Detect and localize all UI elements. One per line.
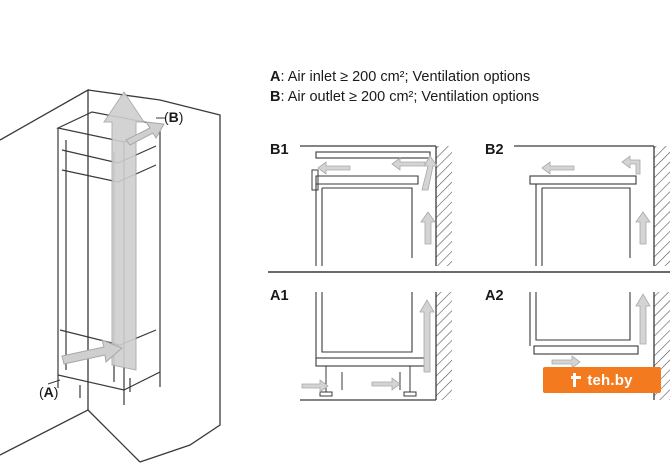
airflow-outlet-arrow — [125, 121, 165, 146]
panel-label-a2: A2 — [485, 288, 504, 304]
panel-label-b2: B2 — [485, 142, 504, 158]
niche-corner — [0, 88, 221, 463]
panel-b1-drawing — [300, 145, 452, 266]
callout-b: (B) — [164, 109, 183, 125]
cabinet-feet — [57, 372, 161, 405]
panel-a1-airflow — [301, 299, 435, 393]
panel-a1-drawing — [300, 292, 452, 401]
legend-air-inlet: A: Air inlet ≥ 200 cm²; Ventilation opti… — [270, 68, 530, 86]
callout-a-letter: A — [43, 384, 54, 400]
panel-label-a1: A1 — [270, 288, 289, 304]
panel-b2-drawing — [514, 145, 670, 266]
callout-b-open: ( — [164, 109, 169, 125]
teh-by-logo-icon — [571, 373, 583, 387]
panel-a2-airflow — [551, 293, 651, 369]
legend-a-text: : Air inlet ≥ 200 cm²; Ventilation optio… — [280, 69, 531, 85]
panel-label-b1: B1 — [270, 142, 289, 158]
tall-cabinet — [56, 111, 162, 405]
cabinet-shelf-top — [61, 145, 157, 164]
callout-a-leader — [47, 379, 61, 385]
legend-b-letter: B — [270, 89, 281, 105]
legend-a-letter: A — [270, 69, 281, 85]
niche-left-wall — [0, 88, 89, 456]
legend-air-outlet: B: Air outlet ≥ 200 cm²; Ventilation opt… — [270, 88, 539, 106]
watermark-text: teh.by — [587, 371, 633, 389]
niche-back-wall — [87, 89, 221, 463]
legend-b-text: : Air outlet ≥ 200 cm²; Ventilation opti… — [280, 89, 540, 105]
callout-b-letter: B — [168, 109, 179, 125]
callout-a: (A) — [39, 384, 58, 400]
airflow-inlet-arrow — [61, 339, 123, 365]
panel-b1-airflow — [317, 155, 438, 245]
airflow-vertical-arrow — [103, 91, 145, 371]
cabinet-plinth-feet — [79, 378, 131, 398]
callout-a-open: ( — [39, 384, 44, 400]
teh-by-watermark: teh.by — [543, 367, 661, 393]
callout-a-close: ) — [53, 384, 59, 400]
cabinet-shelf-bottom — [61, 164, 157, 183]
panel-b2-airflow — [541, 155, 651, 245]
callout-b-close: ) — [178, 109, 184, 125]
niche-floor-edge — [87, 409, 141, 463]
